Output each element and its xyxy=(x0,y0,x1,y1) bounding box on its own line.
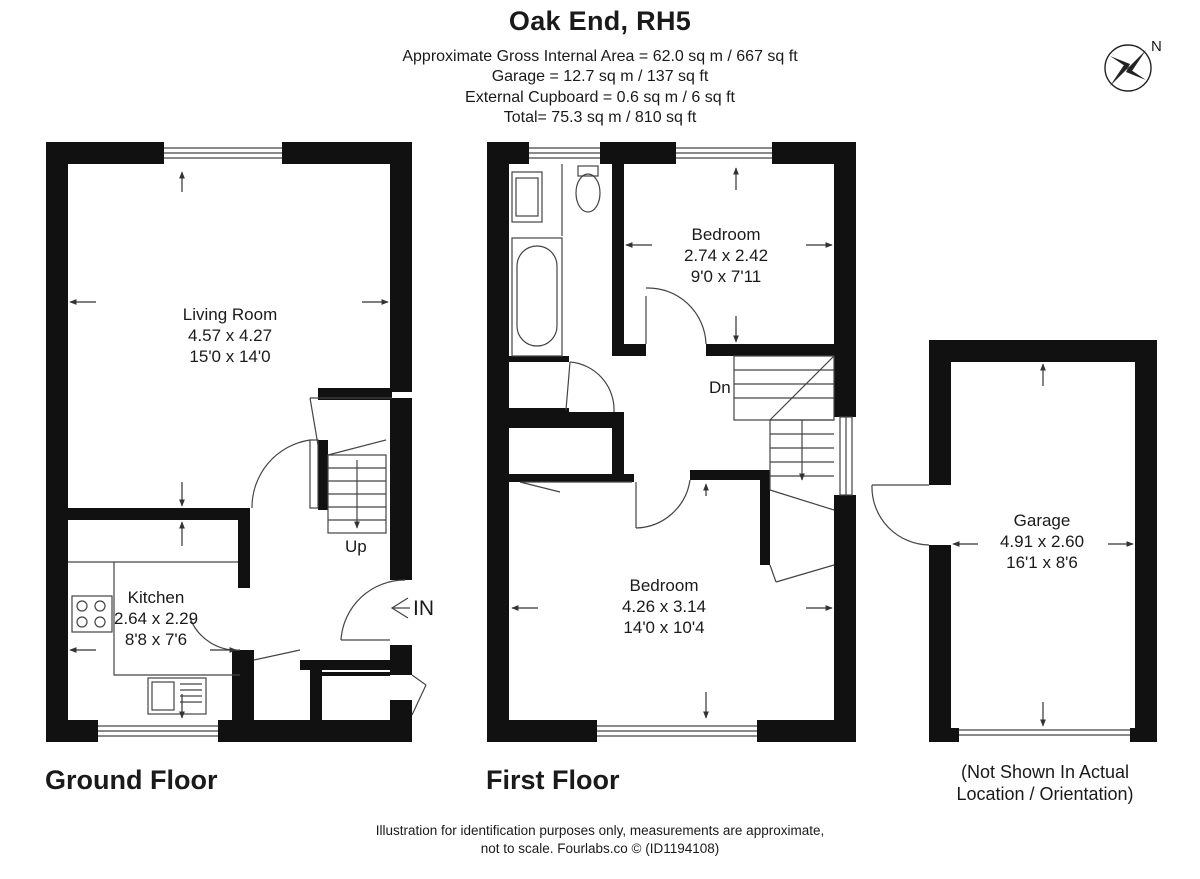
gross-internal-area: Approximate Gross Internal Area = 62.0 s… xyxy=(402,48,798,65)
room-name: Bedroom xyxy=(691,225,761,244)
disclaimer-footer: Illustration for identification purposes… xyxy=(0,822,1200,858)
total-area: Total= 75.3 sq m / 810 sq ft xyxy=(503,109,697,126)
garage-dimension-arrows xyxy=(952,363,1134,727)
page-title: Oak End, RH5 xyxy=(508,6,692,36)
ground-floor-label: Ground Floor xyxy=(45,765,218,795)
bedroom-large-label: Bedroom 4.26 x 3.14 14'0 x 10'4 xyxy=(604,575,724,638)
note-line: Location / Orientation) xyxy=(956,784,1134,804)
entrance-label: IN xyxy=(413,597,434,620)
room-metric: 4.26 x 3.14 xyxy=(621,597,707,616)
first-floor-plan xyxy=(487,142,856,742)
first-floor-dimension-arrows xyxy=(511,167,833,719)
room-name: Living Room xyxy=(182,305,278,324)
stairs-up-label: Up xyxy=(345,537,367,556)
room-imperial: 16'1 x 8'6 xyxy=(1006,553,1078,572)
room-imperial: 15'0 x 14'0 xyxy=(189,347,271,366)
stairs-down-label: Dn xyxy=(709,378,731,397)
room-name: Kitchen xyxy=(127,588,185,607)
disclaimer-line: not to scale. Fourlabs.co © (ID1194108) xyxy=(480,841,720,856)
garage-details xyxy=(871,484,1130,736)
room-metric: 4.57 x 4.27 xyxy=(187,326,273,345)
room-name: Garage xyxy=(1013,511,1071,530)
room-imperial: 9'0 x 7'11 xyxy=(690,267,762,286)
room-metric: 4.91 x 2.60 xyxy=(999,532,1085,551)
garage-label: Garage 4.91 x 2.60 16'1 x 8'6 xyxy=(982,510,1102,573)
room-metric: 2.64 x 2.29 xyxy=(113,609,199,628)
compass-north-label: N xyxy=(1151,38,1162,55)
note-line: (Not Shown In Actual xyxy=(960,762,1130,782)
first-floor-details xyxy=(511,147,853,737)
garage-location-note: (Not Shown In Actual Location / Orientat… xyxy=(940,761,1150,805)
kitchen-label: Kitchen 2.64 x 2.29 8'8 x 7'6 xyxy=(96,587,216,650)
room-imperial: 8'8 x 7'6 xyxy=(124,630,188,649)
room-metric: 2.74 x 2.42 xyxy=(683,246,769,265)
disclaimer-line: Illustration for identification purposes… xyxy=(375,823,825,838)
ground-floor-plan xyxy=(46,142,412,742)
compass-icon xyxy=(1104,44,1152,92)
first-floor-label: First Floor xyxy=(486,765,620,795)
bedroom-small-label: Bedroom 2.74 x 2.42 9'0 x 7'11 xyxy=(666,224,786,287)
living-room-label: Living Room 4.57 x 4.27 15'0 x 14'0 xyxy=(150,304,310,367)
ground-floor-dimension-arrows xyxy=(69,171,389,719)
external-cupboard-area: External Cupboard = 0.6 sq m / 6 sq ft xyxy=(465,89,735,106)
garage-area: Garage = 12.7 sq m / 137 sq ft xyxy=(491,68,709,85)
garage-plan xyxy=(929,340,1157,742)
room-name: Bedroom xyxy=(629,576,699,595)
room-imperial: 14'0 x 10'4 xyxy=(623,618,705,637)
